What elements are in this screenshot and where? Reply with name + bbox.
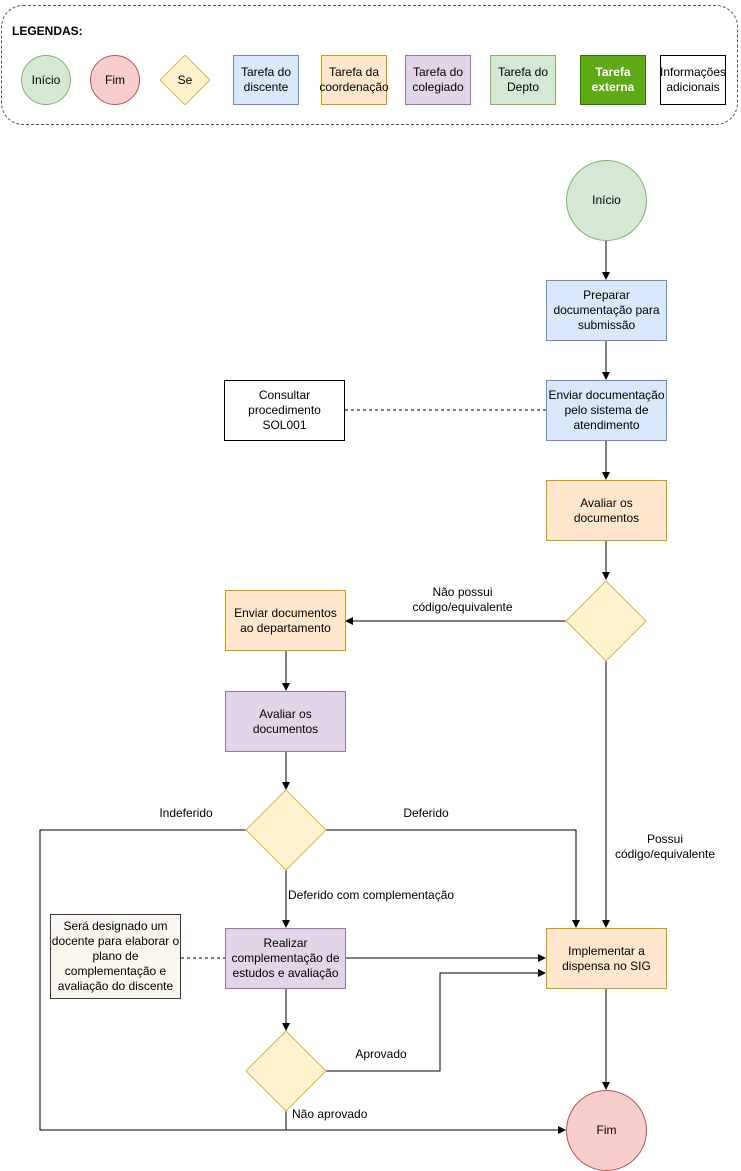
label-aprovado: Aprovado (355, 1047, 407, 1061)
legend-colegiado: Tarefa do colegiado (405, 55, 471, 105)
task-avaliar-colegiado-label: Avaliar os documentos (252, 706, 319, 736)
legend-info: Informações adicionais (660, 55, 726, 105)
legend-externa: Tarefa externa (580, 55, 646, 105)
info-nota-docente: Será designado um docente para elaborar … (50, 914, 181, 999)
task-implementar-label: Implementar a dispensa no SIG (562, 943, 651, 973)
label-nao-possui: Não possui código/equivalente (395, 585, 530, 615)
start-node: Início (566, 160, 647, 241)
legend-title: LEGENDAS: (12, 24, 83, 38)
task-realizar: Realizar complementação de estudos e ava… (225, 928, 346, 989)
legend-depto: Tarefa do Depto (490, 55, 556, 105)
legend-coordenacao-label: Tarefa da coordenação (319, 65, 389, 94)
edge-decisao2-deferido (325, 829, 580, 928)
task-enviar-depto: Enviar documentos ao departamento (225, 590, 346, 651)
task-avaliar-docs: Avaliar os documentos (546, 480, 667, 541)
label-deferido: Deferido (403, 806, 449, 820)
legend-inicio-label: Início (31, 72, 61, 87)
label-nao-aprovado: Não aprovado (292, 1107, 382, 1122)
decision-diamond-1 (565, 580, 647, 662)
label-possui: Possui código/equivalente (614, 832, 716, 861)
legend-se-label: Se (177, 72, 193, 87)
task-enviar: Enviar documentação pelo sistema de aten… (546, 380, 667, 441)
task-enviar-depto-label: Enviar documentos ao departamento (234, 605, 337, 635)
edge-decisao3-aprovado (325, 969, 546, 1072)
legend-fim-label: Fim (105, 72, 125, 87)
info-nota-docente-label: Será designado um docente para elaborar … (51, 919, 180, 993)
legend-colegiado-label: Tarefa do colegiado (412, 65, 464, 94)
legend-coordenacao: Tarefa da coordenação (319, 55, 389, 105)
task-realizar-label: Realizar complementação de estudos e ava… (231, 936, 340, 980)
task-avaliar-colegiado: Avaliar os documentos (225, 691, 346, 752)
end-label: Fim (596, 1123, 617, 1137)
legend-inicio: Início (21, 55, 71, 105)
start-label: Início (592, 193, 621, 207)
legend-fim: Fim (90, 55, 140, 105)
label-deferido-compl: Deferido com complementação (288, 888, 455, 902)
edge-decisao2-indeferido (39, 829, 566, 1134)
legend-externa-label: Tarefa externa (591, 65, 635, 94)
decision-diamond-3 (245, 1030, 327, 1112)
legend-box (1, 5, 738, 125)
task-preparar-label: Preparar documentação para submissão (553, 288, 660, 332)
info-consultar-label: Consultar procedimento SOL001 (248, 388, 321, 432)
task-enviar-label: Enviar documentação pelo sistema de aten… (548, 388, 665, 432)
legend-se: Se (159, 54, 211, 106)
legend-discente: Tarefa do discente (233, 55, 299, 105)
task-preparar: Preparar documentação para submissão (546, 280, 667, 341)
info-consultar: Consultar procedimento SOL001 (224, 380, 345, 441)
task-implementar: Implementar a dispensa no SIG (546, 928, 667, 989)
legend-depto-label: Tarefa do Depto (497, 65, 549, 94)
label-indeferido: Indeferido (159, 806, 213, 820)
legend-discente-label: Tarefa do discente (240, 65, 292, 94)
end-node: Fim (566, 1090, 647, 1171)
task-avaliar-docs-label: Avaliar os documentos (573, 495, 640, 525)
decision-diamond-2 (245, 789, 327, 871)
legend-info-label: Informações adicionais (659, 65, 727, 94)
